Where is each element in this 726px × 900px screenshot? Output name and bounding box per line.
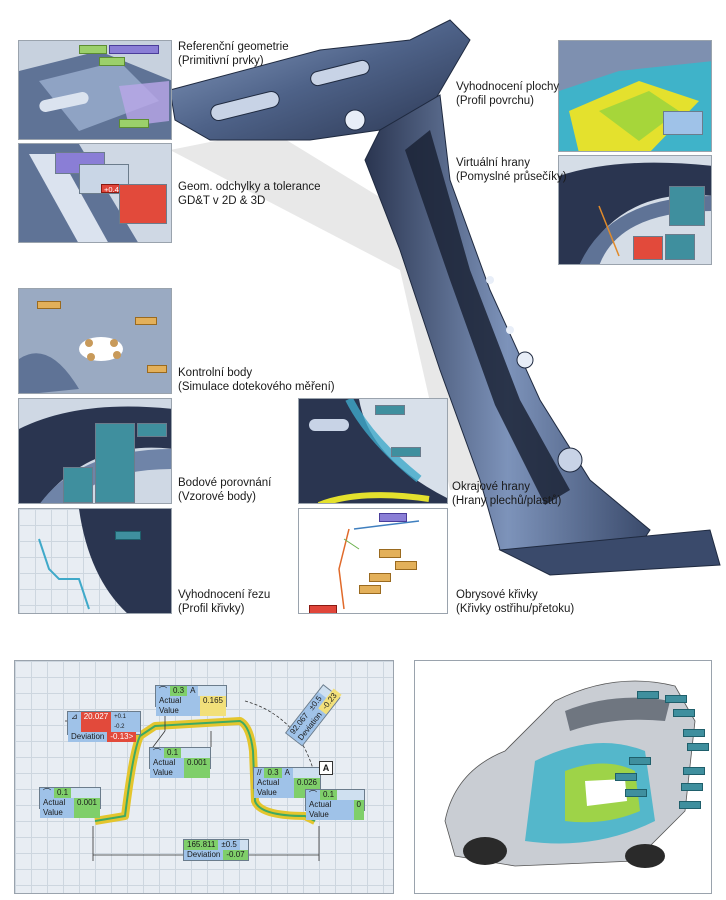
ol-tag-4 (369, 573, 391, 582)
label-outline: Obrysové křivky(Křivky ostřihu/přetoku) (456, 589, 575, 615)
panel-section (18, 508, 172, 614)
virtual-ann-1 (669, 186, 705, 226)
ol-tag-2 (379, 549, 401, 558)
panel-virtual-edges (558, 155, 712, 265)
label-virtual-edges: Virtuální hrany(Pomyslné průsečíky) (456, 157, 567, 183)
ol-tag-5 (359, 585, 381, 594)
label-point-compare: Bodové porovnání(Vzorové body) (178, 477, 272, 503)
panel-control-points (18, 288, 172, 394)
car-tag-7 (681, 783, 703, 791)
car-tag-11 (625, 789, 647, 797)
panel-geom-dev: +0.497 (18, 143, 172, 243)
panel-edge-hems (298, 398, 448, 504)
car-tag-2 (665, 695, 687, 703)
car-tag-8 (679, 801, 701, 809)
ol-tag-1 (379, 513, 407, 522)
virtual-ann-3 (665, 234, 695, 260)
pc-ann-2 (137, 423, 167, 437)
panel-ref-geom (18, 40, 172, 140)
ref-tag-2 (109, 45, 159, 54)
geom-dev-ann-3 (119, 184, 167, 224)
eh-ann-2 (391, 447, 421, 457)
outline-image (338, 520, 420, 610)
car-body-panel (414, 660, 712, 894)
ann-bottom: 165.811±0.5 Deviation-0.07 (183, 839, 249, 861)
ol-tag-3 (395, 561, 417, 570)
ref-geom-image (19, 51, 171, 139)
panel-surface (558, 40, 712, 152)
panel-point-compare (18, 398, 172, 504)
ref-tag-4 (119, 119, 149, 128)
ann-left: ⊿20.027+0.1 -0.2 Deviation-0.13> (67, 711, 141, 742)
car-tag-3 (673, 709, 695, 717)
cp-tag-3 (147, 365, 167, 373)
ref-tag-1 (79, 45, 107, 54)
section-image (38, 509, 171, 613)
cp-tag-2 (135, 317, 157, 325)
car-tag-1 (637, 691, 659, 699)
panel-outline (298, 508, 448, 614)
geom-dev-image (19, 144, 138, 242)
ol-tag-6 (309, 605, 337, 613)
eh-ann-1 (375, 405, 405, 415)
edge-hems-image (299, 399, 447, 503)
section-tag-1 (115, 531, 141, 540)
car-tag-4 (683, 729, 705, 737)
pc-ann-1 (95, 423, 135, 503)
car-tag-10 (615, 773, 637, 781)
label-section: Vyhodnocení řezu(Profil křivky) (178, 589, 271, 615)
car-tag-9 (629, 757, 651, 765)
virtual-ann-2 (633, 236, 663, 260)
car-tag-5 (687, 743, 709, 751)
label-control-points: Kontrolní body(Simulace dotekového měřen… (178, 367, 335, 393)
surface-image (559, 41, 711, 151)
ref-tag-3 (99, 57, 125, 66)
datum-a-box: A (319, 761, 333, 775)
cp-tag-1 (37, 301, 61, 309)
surface-ann (663, 111, 703, 135)
label-edge-hems: Okrajové hrany(Hrany plechů/plastů) (452, 481, 562, 507)
pc-ann-3 (63, 467, 93, 503)
car-body-image (444, 680, 696, 868)
label-ref-geom: Referenční geometrie(Primitivní prvky) (178, 41, 289, 67)
label-surface: Vyhodnocení plochy(Profil povrchu) (456, 81, 560, 107)
car-tag-6 (683, 767, 705, 775)
